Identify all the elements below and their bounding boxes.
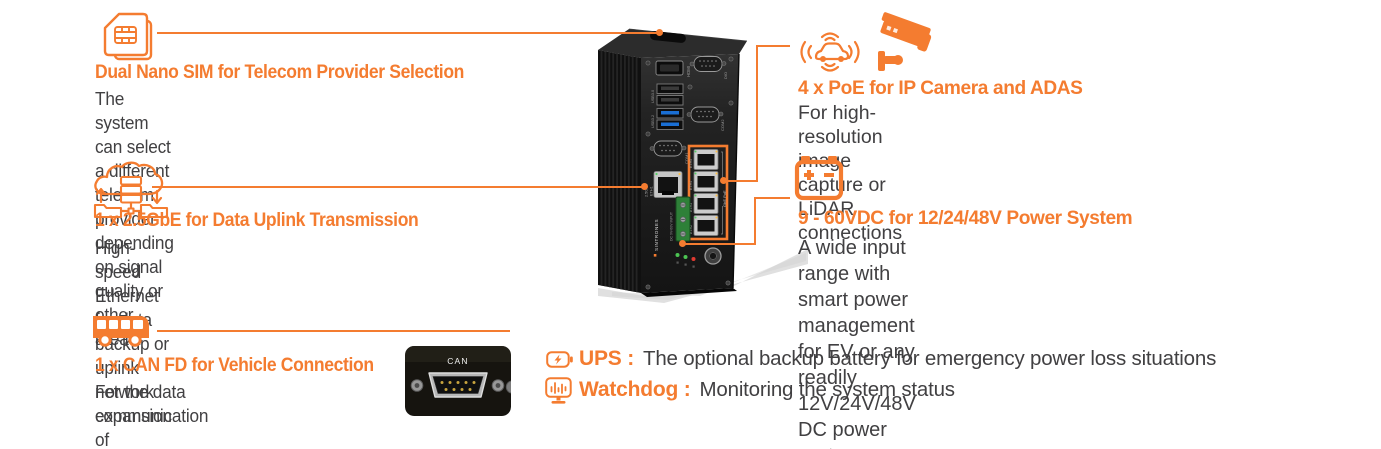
usb30-ports: USB3.0 (651, 83, 684, 106)
usb32-label: USB3.2 (651, 115, 655, 128)
device-photo: HDMI DIO USB3.0 USB3.2 (598, 28, 808, 303)
hdmi-port: HDMI (655, 60, 691, 77)
ups-row: UPS : The optional backup battery for em… (579, 347, 1216, 371)
com2-label: COM2 (720, 119, 725, 131)
callout-line-power-v (754, 197, 756, 245)
callout-dot-poe (720, 177, 727, 184)
usb32-ports: USB3.2 (651, 108, 684, 130)
device-heatsink (598, 50, 641, 293)
dc-input-terminal: DC 9V-60V INPUT (670, 196, 691, 242)
poe-highlight-box (687, 144, 729, 241)
callout-line-poe-v (756, 45, 758, 182)
brand-logo: SINTRONES (653, 219, 659, 257)
callout-dot-uplink (641, 183, 648, 190)
panel-screws (645, 56, 734, 290)
callout-line-poe-h2 (756, 45, 790, 47)
callout-line-uplink (152, 186, 644, 188)
ups-text: The optional backup battery for emergenc… (643, 347, 1217, 370)
battery-icon (794, 156, 844, 201)
com1-port: COM1 (649, 140, 689, 164)
canfd-title: 1 x CAN FD for Vehicle Connection (95, 354, 374, 376)
dio-label: DIO (723, 72, 728, 79)
sim-title: Dual Nano SIM for Telecom Provider Selec… (95, 61, 465, 83)
eth4-label: ETH4 (689, 181, 693, 190)
ups-label: UPS : (579, 347, 635, 370)
callout-line-power-h1 (682, 243, 756, 245)
callout-line-power-h2 (754, 197, 790, 199)
poe-port-group: ETH5 ETH4 ETH3 ETH2 GbE PoE (687, 144, 729, 241)
callout-line-canfd (157, 330, 510, 332)
power-button (704, 247, 722, 265)
dual-sim-icon (103, 12, 153, 61)
connected-car-icon (800, 32, 860, 72)
device-top-face (598, 29, 747, 58)
callout-dot-sim (656, 29, 663, 36)
poe-title: 4 x PoE for IP Camera and ADAS (798, 77, 1083, 99)
eth1-speed-label: 2.5GbE (645, 184, 649, 197)
power-body: A wide input range with smart power mana… (798, 237, 916, 449)
dio-port: DIO (689, 56, 728, 79)
watchdog-row: Watchdog : Monitoring the system status (579, 378, 955, 402)
uplink-title: 1 x 2.5GbE for Data Uplink Transmission (95, 209, 419, 231)
db9-pins (440, 381, 476, 391)
watchdog-label: Watchdog : (579, 378, 691, 401)
dc-input-label: DC 9V-60V INPUT (670, 211, 674, 241)
eth1-port: 2.5GbE ETH1 (645, 171, 683, 198)
com1-label: COM1 (684, 152, 689, 164)
canfd-body: For the data communication of vehicle eq… (95, 381, 209, 449)
callout-line-poe-h1 (724, 180, 758, 182)
eth1-label: ETH1 (650, 186, 654, 196)
cloud-uplink-icon (93, 161, 169, 219)
brand-text: SINTRONES (654, 219, 659, 251)
power-title: 9 - 60VDC for 12/24/48V Power System (798, 207, 1133, 229)
ups-icon (546, 351, 573, 368)
poe-group-label: GbE PoE (722, 190, 727, 207)
hdmi-label: HDMI (686, 66, 691, 77)
watchdog-text: Monitoring the system status (699, 378, 956, 401)
eth5-label: ETH5 (689, 159, 693, 168)
feature-canfd: 1 x CAN FD for Vehicle Connection For th… (0, 0, 374, 449)
cctv-camera-icon (878, 12, 932, 71)
callout-line-sim (157, 32, 658, 34)
feature-uplink: 1 x 2.5GbE for Data Uplink Transmission … (0, 0, 419, 426)
feature-power: 9 - 60VDC for 12/24/48V Power System A w… (0, 0, 1133, 449)
watchdog-icon (545, 377, 572, 404)
can-connector-photo: CAN (405, 346, 511, 416)
bus-icon (93, 316, 149, 347)
heatsink-fins (600, 50, 638, 293)
eth3-label: ETH3 (689, 203, 693, 212)
feature-poe: 4 x PoE for IP Camera and ADAS For high-… (0, 0, 1083, 244)
status-leds (675, 253, 696, 268)
poe-body: For high-resolution image capture or LiD… (798, 102, 903, 244)
can-port-label: CAN (447, 356, 469, 366)
eth2-label: ETH2 (689, 225, 693, 234)
usb30-label: USB3.0 (651, 90, 655, 103)
com2-port: COM2 (686, 106, 725, 131)
